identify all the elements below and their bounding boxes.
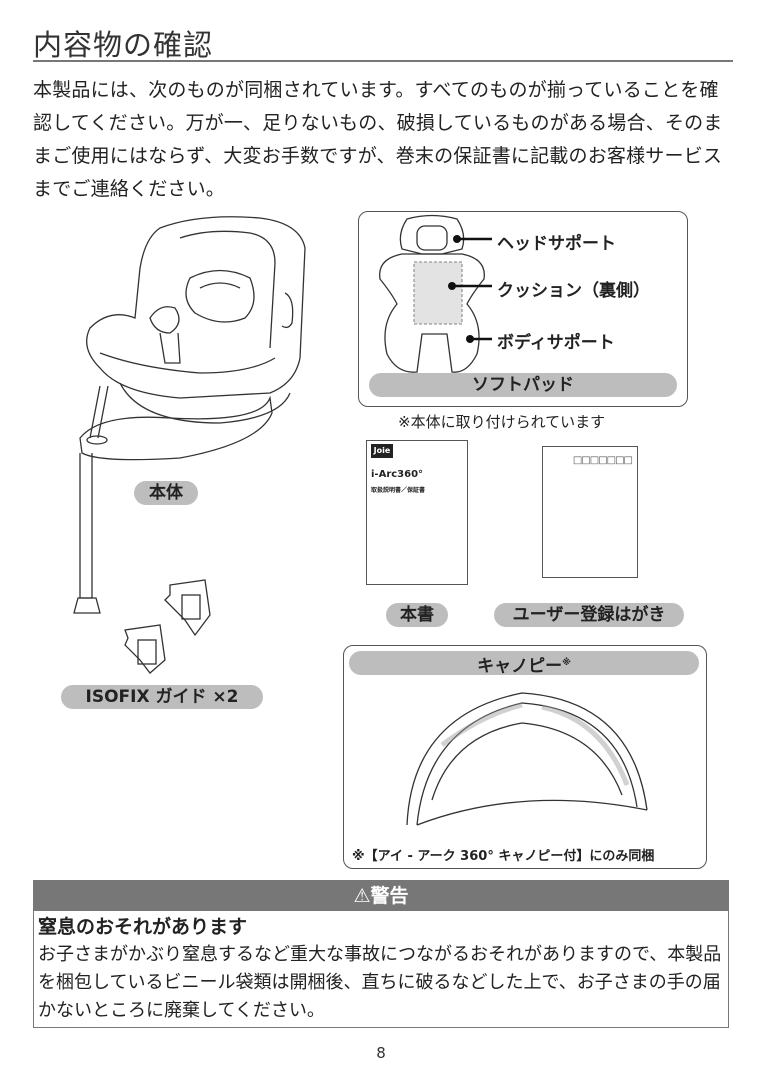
part-cushion: クッション（裏側） (497, 281, 650, 301)
warning-box: ⚠警告 窒息のおそれがあります お子さまがかぶり窒息するなど重大な事故につながる… (33, 880, 729, 1028)
part-body-support: ボディサポート (497, 333, 615, 353)
car-seat-illustration (73, 216, 306, 614)
brand-logo: Joie (371, 444, 393, 458)
label-soft-pad: ソフトパッド (369, 373, 677, 397)
title-divider (33, 60, 733, 62)
warning-title: 窒息のおそれがあります (38, 916, 248, 938)
canopy-note: ※【アイ - アーク 360° キャノピー付】にのみ同梱 (352, 849, 655, 864)
canopy-illustration (406, 692, 648, 826)
warning-body: お子さまがかぶり窒息するなど重大な事故につながるおそれがありますので、本製品を梱… (38, 944, 722, 1021)
page-title: 内容物の確認 (33, 28, 214, 62)
page-number: 8 (376, 1044, 386, 1062)
part-head-support: ヘッドサポート (497, 234, 616, 254)
label-isofix-guide: ISOFIX ガイド ×2 (61, 685, 263, 709)
canopy-box (343, 645, 707, 869)
registration-card: □□□□□□□ (542, 446, 638, 578)
canopy-footnote-mark: ※ (562, 658, 571, 668)
soft-pad-note: ※本体に取り付けられています (398, 413, 606, 431)
manual-cover: Joie i-Arc360° 取扱説明書／保証書 (366, 440, 468, 585)
label-main-body: 本体 (134, 481, 198, 505)
label-manual: 本書 (386, 603, 448, 627)
manual-doc-title: 取扱説明書／保証書 (371, 487, 426, 494)
postal-code-boxes: □□□□□□□ (572, 455, 633, 466)
warning-header: ⚠警告 (34, 881, 728, 911)
warning-triangle-icon: ⚠ (353, 885, 371, 907)
intro-paragraph: 本製品には、次のものが同梱されています。すべてのものが揃っていることを確認してく… (33, 79, 723, 200)
manual-model: i-Arc360° (371, 469, 424, 480)
label-canopy: キャノピー※ (349, 651, 699, 677)
soft-pad-illustration (379, 214, 492, 373)
isofix-guide-illustration (124, 579, 211, 674)
label-registration-card: ユーザー登録はがき (494, 603, 684, 627)
